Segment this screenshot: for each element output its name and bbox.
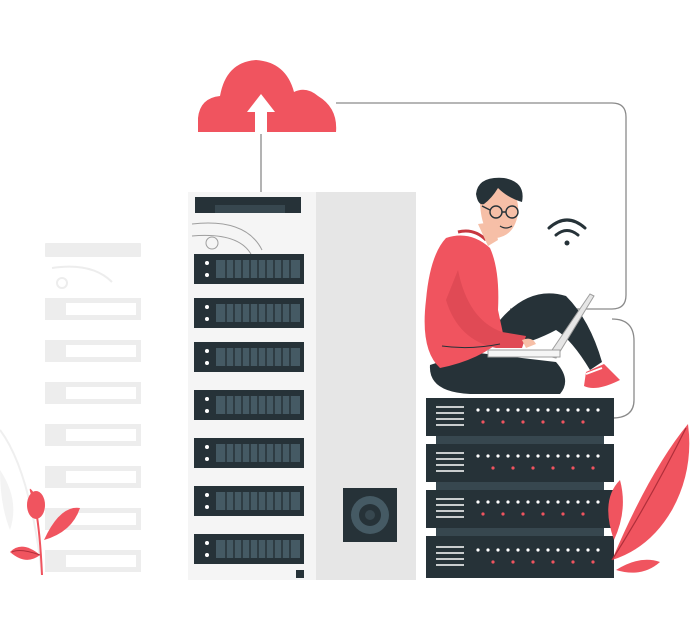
drive-bay xyxy=(194,438,304,468)
ghost-rack-slots xyxy=(66,303,136,567)
server-drive-bays xyxy=(194,254,304,578)
server-status-dots xyxy=(476,408,600,564)
bay-stripes xyxy=(225,260,291,558)
right-server-stack xyxy=(426,398,614,578)
drive-bay xyxy=(194,342,304,372)
right-plant xyxy=(608,424,690,573)
drive-bay xyxy=(194,254,304,284)
drive-bay xyxy=(194,298,304,328)
arrow-up-icon xyxy=(247,94,275,134)
left-plant xyxy=(0,429,80,576)
glasses xyxy=(481,205,519,219)
wifi-icon xyxy=(547,218,587,246)
cloud-upload-icon xyxy=(198,60,337,132)
server-vents xyxy=(436,406,464,566)
drive-bay xyxy=(194,534,304,564)
drive-bay xyxy=(194,486,304,516)
laptop xyxy=(487,293,595,359)
cooling-fan-icon xyxy=(343,488,397,542)
person-with-laptop xyxy=(424,177,620,394)
drive-bay xyxy=(194,390,304,420)
